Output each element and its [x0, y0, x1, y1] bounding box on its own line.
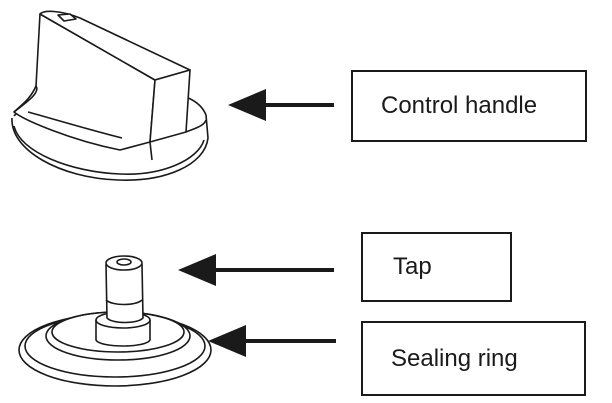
arrow-tap [178, 254, 334, 286]
label-tap: Tap [393, 253, 432, 280]
label-sealing-ring: Sealing ring [391, 344, 518, 372]
arrow-sealing-ring [208, 325, 336, 357]
arrow-control-handle [228, 89, 334, 121]
label-control-handle: Control handle [381, 92, 538, 119]
label-box-tap: Tap [361, 232, 512, 302]
control-handle-illustration [11, 10, 209, 181]
label-box-sealing-ring: Sealing ring [361, 321, 586, 396]
tap-illustration [18, 255, 212, 387]
label-box-control-handle: Control handle [351, 70, 587, 142]
